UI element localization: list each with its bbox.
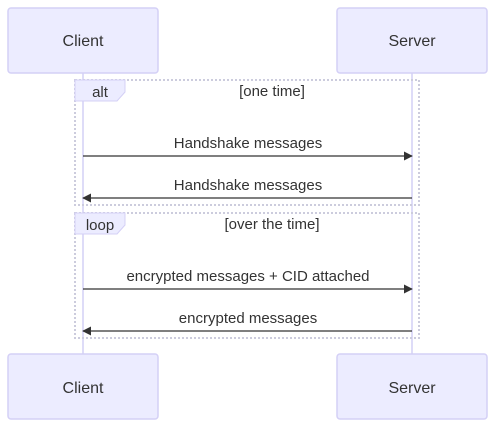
actor-client-bottom[interactable]: Client bbox=[7, 353, 159, 420]
actor-client-top[interactable]: Client bbox=[7, 7, 159, 74]
message-2-label: Handshake messages bbox=[174, 177, 322, 194]
alt-frame-label: alt bbox=[92, 84, 109, 101]
message-1: Handshake messages bbox=[83, 135, 413, 161]
loop-frame-label: loop bbox=[86, 217, 114, 234]
actor-server-bottom-label: Server bbox=[388, 380, 436, 397]
message-2: Handshake messages bbox=[82, 177, 412, 203]
message-3: encrypted messages + CID attached bbox=[83, 268, 413, 294]
alt-frame-label-tab bbox=[74, 79, 126, 102]
message-4-label: encrypted messages bbox=[179, 310, 317, 327]
actor-server-bottom[interactable]: Server bbox=[336, 353, 488, 420]
actor-server-top[interactable]: Server bbox=[336, 7, 488, 74]
actor-server-top-label: Server bbox=[388, 33, 436, 50]
actor-client-bottom-label: Client bbox=[63, 380, 104, 397]
message-4: encrypted messages bbox=[82, 310, 412, 336]
loop-frame: loop [over the time] bbox=[74, 212, 420, 339]
message-1-label: Handshake messages bbox=[174, 135, 322, 152]
loop-frame-condition: [over the time] bbox=[224, 216, 319, 233]
loop-frame-label-tab bbox=[74, 212, 126, 235]
message-3-label: encrypted messages + CID attached bbox=[126, 268, 369, 285]
alt-frame-condition: [one time] bbox=[239, 83, 305, 100]
actor-client-top-label: Client bbox=[63, 33, 104, 50]
alt-frame: alt [one time] bbox=[74, 79, 420, 206]
